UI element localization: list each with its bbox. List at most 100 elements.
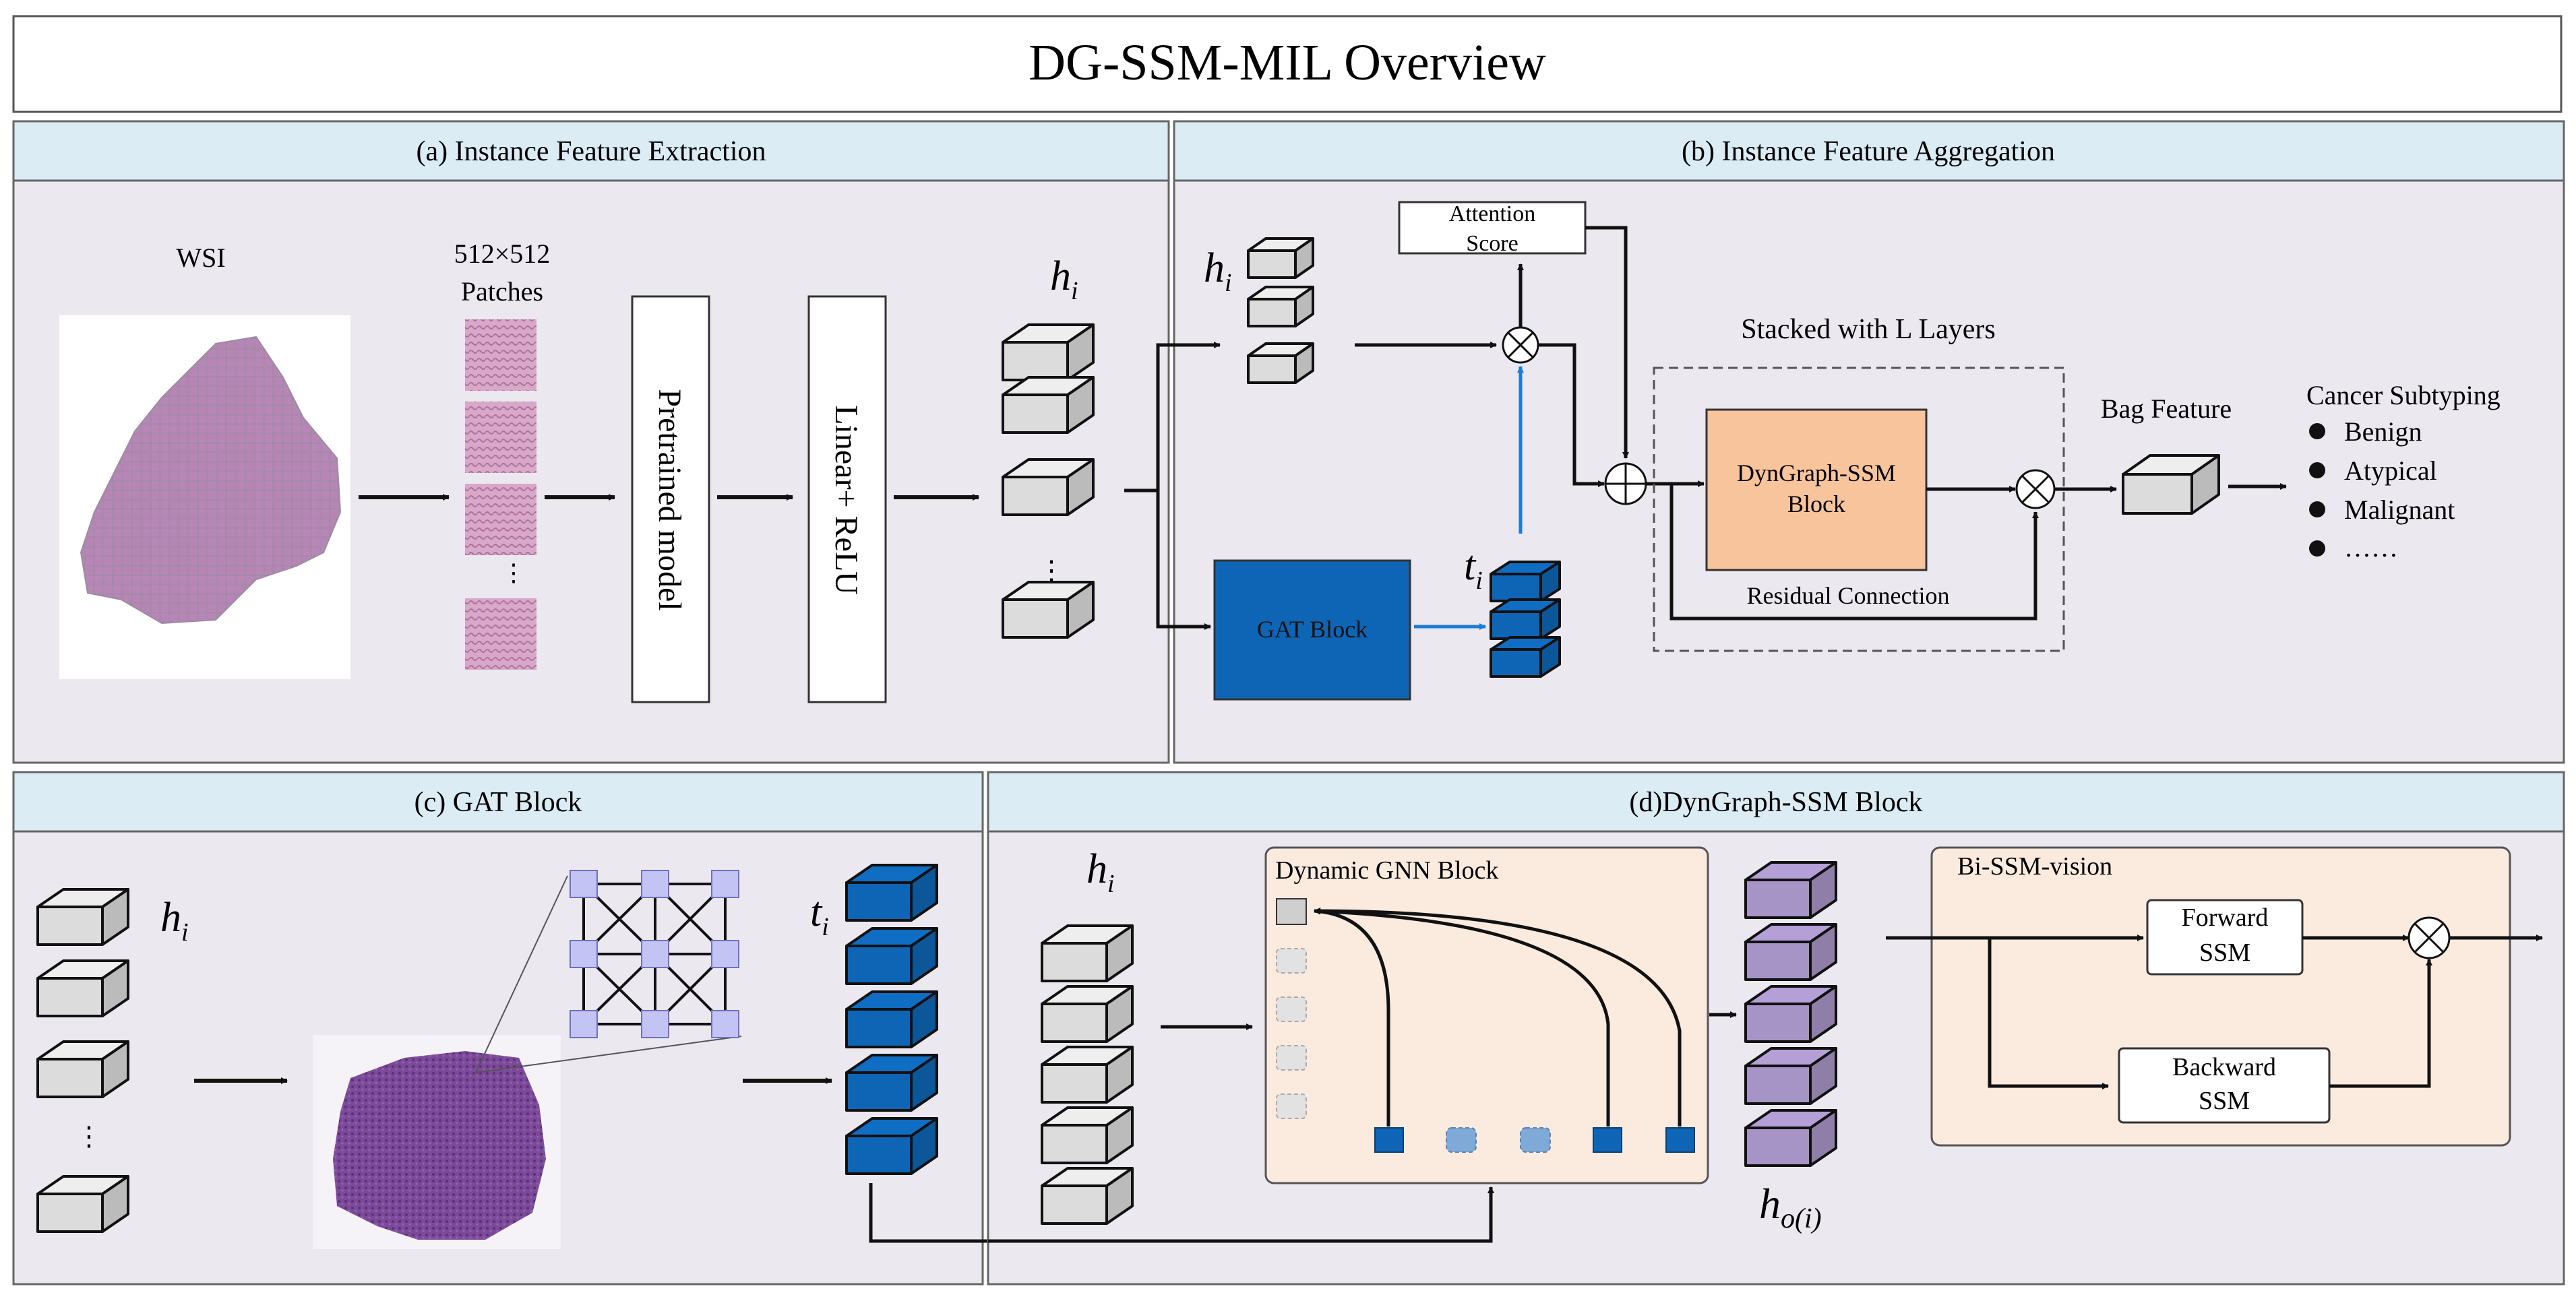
panel-a-header: (a) Instance Feature Extraction <box>417 136 766 167</box>
wsi-label: WSI <box>176 243 225 273</box>
t-i-label-c: ti <box>810 889 829 941</box>
bi-ssm-label: Bi-SSM-vision <box>1957 852 2112 881</box>
cube-dots-a: ⋮ <box>1038 555 1065 585</box>
feature-cube <box>1041 985 1134 1043</box>
feature-cube <box>1041 1046 1134 1104</box>
feature-cube <box>1490 598 1561 640</box>
feature-cube <box>1744 985 1837 1043</box>
tissue-graph-image <box>313 1035 561 1249</box>
gat-block-label: GAT Block <box>1257 616 1368 643</box>
wsi-image <box>59 315 350 679</box>
page-title: DG-SSM-MIL Overview <box>1029 34 1546 91</box>
subtype-benign: Benign <box>2344 416 2422 447</box>
feature-cube <box>1744 923 1837 981</box>
attention-score-label-2: Score <box>1466 231 1518 256</box>
t-cubes-c <box>845 864 938 1175</box>
feature-cube <box>1247 286 1314 327</box>
feature-cubes-b <box>1247 237 1314 384</box>
feature-cube <box>1041 1167 1134 1225</box>
h-i-label-b: hi <box>1204 245 1232 297</box>
feature-cube <box>1247 342 1314 384</box>
stacked-layers-label: Stacked with L Layers <box>1741 314 1996 345</box>
feature-cubes-c <box>36 888 129 1233</box>
subtype-more: …… <box>2344 532 2398 563</box>
multiply-node-bissm <box>2408 916 2451 959</box>
subtype-malignant: Malignant <box>2344 495 2455 525</box>
dyngraph-ssm-block: DynGraph-SSM Block <box>1705 408 1928 571</box>
panel-a-instance-feature-extraction: (a) Instance Feature Extraction WSI 512×… <box>12 120 1170 764</box>
feature-cube <box>1490 636 1561 678</box>
h-i-label-d: hi <box>1086 846 1115 898</box>
cube-dots-c: ⋮ <box>75 1121 102 1151</box>
forward-ssm-box: Forward SSM <box>2146 899 2304 976</box>
feature-cube <box>845 1054 938 1112</box>
feature-cube <box>1002 458 1095 516</box>
ho-cubes <box>1744 861 1837 1167</box>
t-i-label-b: ti <box>1464 543 1483 595</box>
forward-ssm-label-2: SSM <box>2199 939 2250 967</box>
feature-cube <box>36 959 129 1017</box>
bag-feature-cube <box>2122 454 2220 515</box>
feature-cube <box>36 1040 129 1098</box>
feature-cube <box>1041 924 1134 982</box>
backward-ssm-label-1: Backward <box>2172 1053 2276 1081</box>
graph-network <box>570 870 739 1038</box>
patches-label: Patches <box>461 276 543 307</box>
pretrained-model-label: Pretrained model <box>652 389 687 610</box>
pretrained-model-box: Pretrained model <box>631 295 710 703</box>
feature-cubes-d <box>1041 924 1134 1225</box>
feature-cube <box>1744 1047 1837 1105</box>
panel-d-dyngraph-ssm-block: (d)DynGraph-SSM Block hi Dynamic GNN Blo… <box>987 771 2565 1286</box>
feature-cube <box>845 1117 938 1175</box>
feature-cube <box>36 888 129 946</box>
linear-relu-label: Linear+ ReLU <box>828 405 864 595</box>
panel-b-header: (b) Instance Feature Aggregation <box>1682 136 2055 167</box>
bi-ssm-vision-block: Bi-SSM-vision Forward SSM Backward SSM <box>1886 846 2543 1147</box>
h-i-label-c: hi <box>160 895 189 947</box>
feature-cube <box>1002 323 1095 381</box>
h-i-label-a: hi <box>1050 253 1078 305</box>
gat-block-b: GAT Block <box>1213 559 1411 701</box>
patch-dots: ⋮ <box>501 559 526 586</box>
add-node <box>1604 462 1647 505</box>
subtyping-list: Benign Atypical Malignant …… <box>2309 416 2455 563</box>
multiply-node-top <box>1502 326 1539 364</box>
panel-c-header: (c) GAT Block <box>415 787 582 818</box>
feature-cube <box>1002 376 1095 434</box>
forward-ssm-label-1: Forward <box>2182 904 2269 932</box>
subtype-atypical: Atypical <box>2344 455 2437 486</box>
bag-feature-label: Bag Feature <box>2101 393 2232 424</box>
dyngraph-label-1: DynGraph-SSM <box>1737 460 1896 486</box>
t-cubes-b <box>1490 561 1561 678</box>
feature-cube <box>1247 237 1314 279</box>
patch-stack: ⋮ <box>465 319 536 670</box>
title-box: DG-SSM-MIL Overview <box>12 15 2563 113</box>
linear-relu-box: Linear+ ReLU <box>807 295 887 703</box>
multiply-node-right <box>2015 469 2056 509</box>
dyngraph-label-2: Block <box>1787 490 1845 517</box>
backward-ssm-box: Backward SSM <box>2118 1047 2331 1124</box>
feature-cube <box>2122 454 2220 515</box>
feature-cube <box>845 864 938 922</box>
dynamic-gnn-block: Dynamic GNN Block <box>1264 846 1709 1184</box>
feature-cube <box>845 927 938 985</box>
feature-cube <box>1041 1106 1134 1164</box>
feature-cube <box>1744 861 1837 919</box>
dynamic-gnn-label: Dynamic GNN Block <box>1275 856 1498 885</box>
backward-ssm-label-2: SSM <box>2199 1087 2250 1115</box>
panel-d-header: (d)DynGraph-SSM Block <box>1629 787 1922 818</box>
feature-cube <box>845 990 938 1048</box>
feature-cubes-a <box>1002 323 1095 639</box>
feature-cube <box>1744 1109 1837 1167</box>
stacked-layers-frame <box>1653 367 2065 652</box>
h-o-i-label: ho(i) <box>1759 1180 1822 1234</box>
attention-score-label-1: Attention <box>1449 201 1535 226</box>
feature-cube <box>1490 561 1561 602</box>
feature-cube <box>36 1175 129 1233</box>
cancer-subtyping-title: Cancer Subtyping <box>2306 380 2501 410</box>
attention-score-box: Attention Score <box>1398 201 1587 256</box>
panel-c-gat-block: (c) GAT Block ⋮ hi <box>12 771 1494 1286</box>
panel-b-instance-feature-aggregation: (b) Instance Feature Aggregation hi Atte… <box>1124 120 2565 764</box>
patches-size-label: 512×512 <box>454 239 551 269</box>
